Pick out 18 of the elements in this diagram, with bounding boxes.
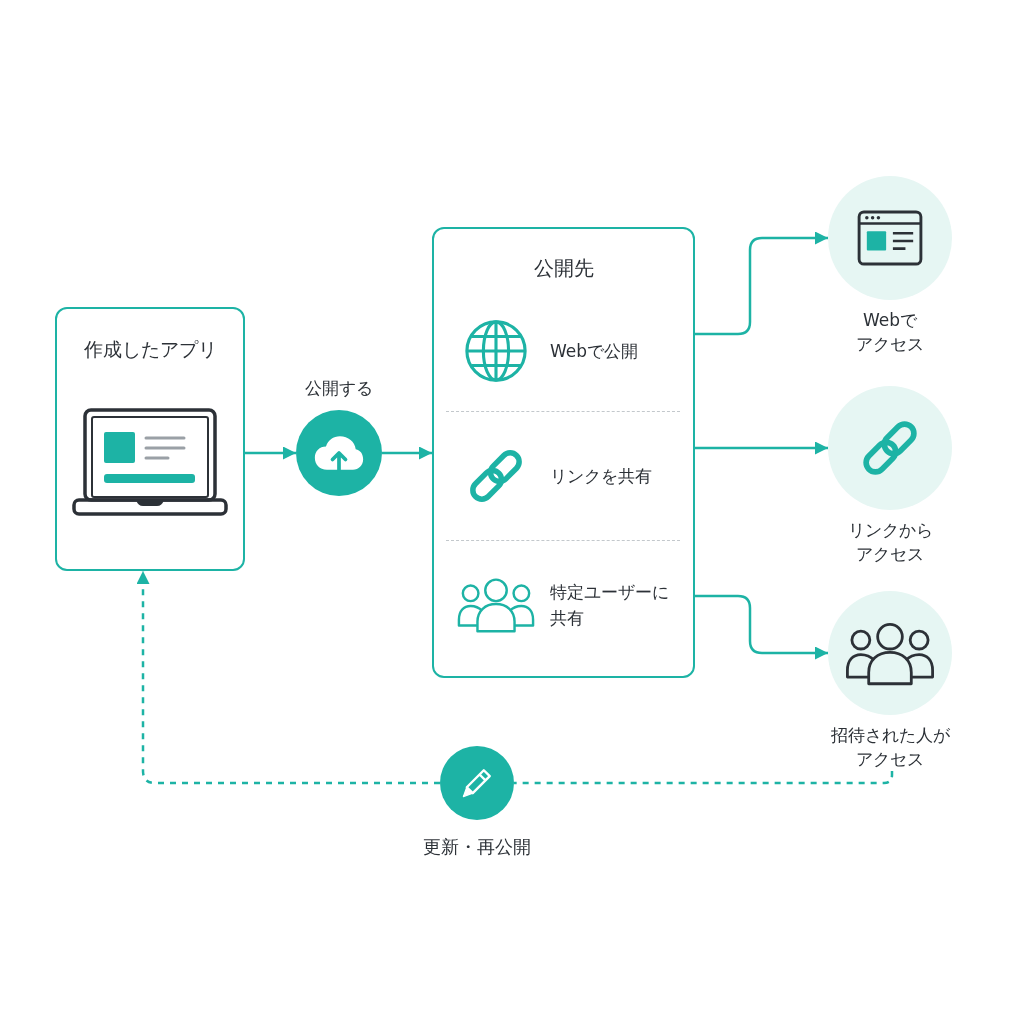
card-title: 作成したアプリ [83,337,217,361]
publish-panel [432,227,695,678]
dashed-arrow [136,571,440,785]
arrow [245,446,296,460]
arrow [693,594,828,660]
option-label: 特定ユーザーに共有 [550,581,670,630]
step-label: 公開する [305,377,373,400]
option-label: Webで公開 [550,339,639,363]
option-label: リンクを共有 [550,464,652,488]
access-label: 招待された人がアクセス [829,724,951,771]
app-card [55,307,245,571]
arrow [693,441,828,455]
access-label: リンクからアクセス [846,519,934,566]
access-label: Webでアクセス [855,309,925,356]
arrow [382,446,432,460]
step-label: 更新・再公開 [423,835,531,859]
panel-title: 公開先 [533,256,594,280]
arrow [693,231,828,336]
